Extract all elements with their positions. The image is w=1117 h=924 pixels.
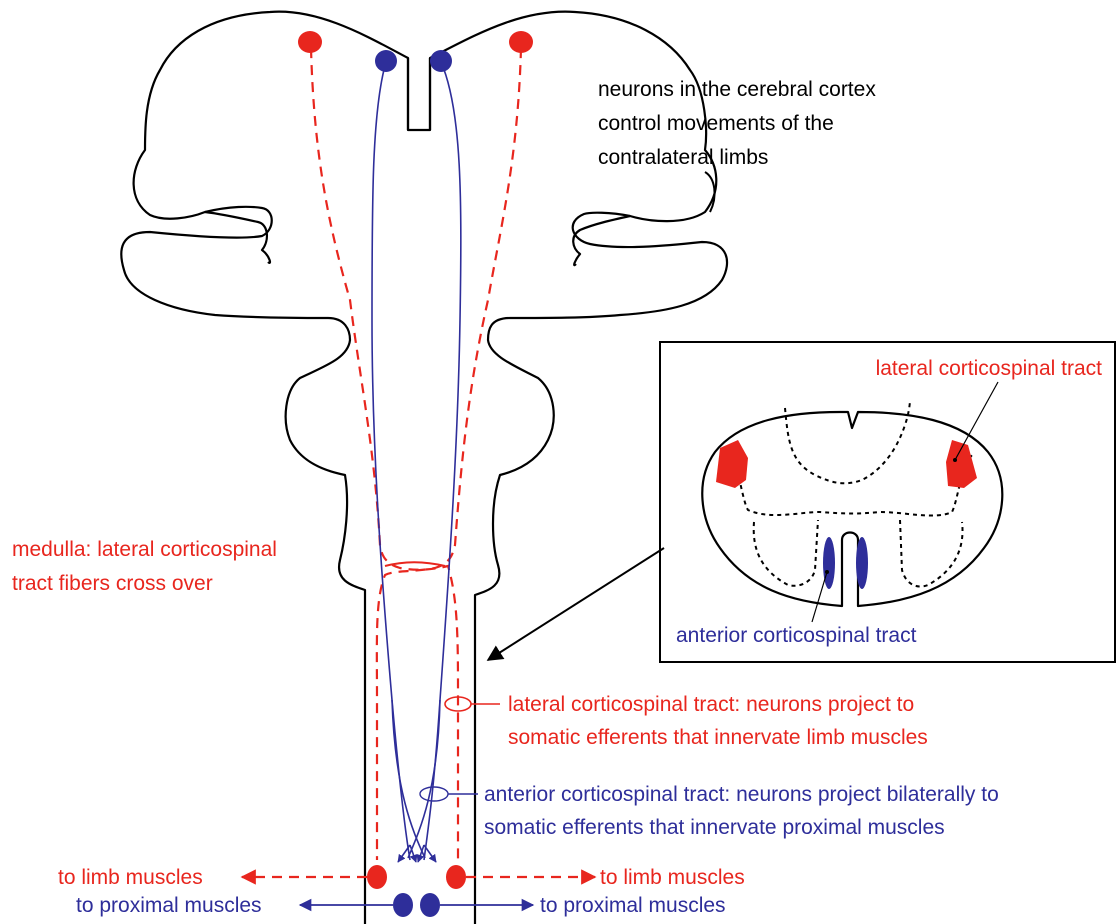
cortex-note-line-3: contralateral limbs bbox=[598, 146, 768, 169]
spinal-neuron-red-left bbox=[367, 865, 387, 889]
to-proximal-muscles-right: to proximal muscles bbox=[540, 894, 726, 917]
to-limb-muscles-left: to limb muscles bbox=[58, 866, 203, 889]
inset-lateral-leader-dot bbox=[953, 458, 957, 462]
lateral-tract-note: lateral corticospinal tract: neurons pro… bbox=[508, 693, 928, 749]
anterior-tract-note-line-2: somatic efferents that innervate proxima… bbox=[484, 816, 945, 839]
cortex-note: neurons in the cerebral cortex control m… bbox=[598, 78, 876, 169]
spinal-neuron-blue-left bbox=[393, 893, 413, 917]
inset-anterior-label: anterior corticospinal tract bbox=[676, 624, 917, 647]
inset-lateral-label: lateral corticospinal tract bbox=[876, 357, 1103, 380]
medulla-note: medulla: lateral corticospinal tract fib… bbox=[12, 538, 277, 595]
anterior-tract-note: anterior corticospinal tract: neurons pr… bbox=[484, 783, 999, 839]
cortex-neuron-blue-left bbox=[375, 50, 397, 72]
to-limb-muscles-right: to limb muscles bbox=[600, 866, 745, 889]
medulla-note-line-1: medulla: lateral corticospinal bbox=[12, 538, 277, 561]
anterior-corticospinal-tract-paths bbox=[372, 62, 461, 862]
cortex-neuron-red-left bbox=[298, 31, 322, 53]
cortex-note-line-1: neurons in the cerebral cortex bbox=[598, 78, 876, 101]
lateral-corticospinal-tract-paths bbox=[311, 48, 521, 860]
spinal-neuron-blue-right bbox=[420, 893, 440, 917]
to-proximal-muscles-left: to proximal muscles bbox=[76, 894, 262, 917]
spinal-cord-inset: lateral corticospinal tract anterior cor… bbox=[660, 342, 1115, 662]
inset-anterior-leader-dot bbox=[825, 570, 829, 574]
spinal-neuron-red-right bbox=[446, 865, 466, 889]
anterior-tract-marker bbox=[420, 787, 448, 801]
anterior-tract-note-line-1: anterior corticospinal tract: neurons pr… bbox=[484, 783, 999, 806]
lateral-tract-note-line-1: lateral corticospinal tract: neurons pro… bbox=[508, 693, 914, 716]
inset-frame bbox=[660, 342, 1115, 662]
medulla-note-line-2: tract fibers cross over bbox=[12, 572, 213, 595]
anterior-tract-patch-right bbox=[856, 537, 868, 589]
inset-pointer-arrow bbox=[488, 548, 664, 660]
cortex-note-line-2: control movements of the bbox=[598, 112, 834, 135]
cortex-neuron-red-right bbox=[509, 31, 533, 53]
cortex-neuron-blue-right bbox=[430, 50, 452, 72]
lateral-tract-note-line-2: somatic efferents that innervate limb mu… bbox=[508, 726, 928, 749]
